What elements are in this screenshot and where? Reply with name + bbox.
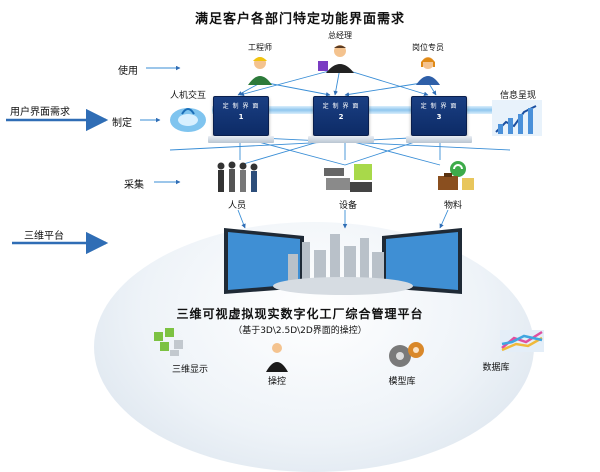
role-engineer: 工程师: [230, 42, 290, 91]
custom-panel-3: 定 制 界 面 3: [406, 96, 472, 143]
hmi-icon: [164, 100, 212, 138]
role-general-manager: 总经理: [310, 30, 370, 79]
source-equipment: 设备: [338, 201, 357, 211]
manager-icon: [318, 45, 354, 73]
diagram-title: 满足客户各部门特定功能界面需求: [194, 12, 405, 27]
label-use: 使用: [118, 66, 138, 77]
engineer-icon: [248, 57, 272, 85]
panel-stand: [308, 136, 374, 143]
custom-panel-2: 定 制 界 面 2: [308, 96, 374, 143]
source-people: 人员: [227, 201, 246, 211]
panel-stand: [406, 136, 472, 143]
bottom-item-control: 操控: [267, 377, 286, 387]
source-material: 物料: [443, 201, 462, 211]
label-collect: 采集: [124, 180, 144, 191]
bottom-item-model-library: 模型库: [388, 377, 416, 387]
platform-title: 三维可视虚拟现实数字化工厂综合管理平台: [176, 307, 424, 321]
operator-icon: [266, 343, 288, 372]
label-3d-platform: 三维平台: [24, 231, 64, 242]
gears-icon: [389, 342, 424, 367]
label-ui-requirement: 用户界面需求: [10, 107, 70, 118]
bottom-item-3d-display: 三维显示: [171, 365, 208, 375]
database-icon: [500, 330, 544, 352]
hmi-label: 人机交互: [169, 91, 206, 101]
specialist-icon: [416, 57, 440, 85]
custom-panel-1: 定 制 界 面 1: [208, 96, 274, 143]
bottom-item-database: 数据库: [482, 363, 510, 373]
3d-display-icon: [154, 328, 183, 356]
chart-icon: [492, 100, 542, 136]
platform-subtitle: （基于3D\2.5D\2D界面的操控）: [233, 326, 367, 336]
material-icon: [438, 161, 474, 190]
panel-stand: [208, 136, 274, 143]
label-customize: 制定: [112, 118, 132, 129]
people-icon: [217, 161, 258, 192]
role-post-specialist: 岗位专员: [398, 42, 458, 91]
info-display-label: 信息呈现: [499, 91, 536, 101]
factory-3d-monitors: [224, 228, 462, 295]
equipment-icon: [324, 164, 372, 192]
